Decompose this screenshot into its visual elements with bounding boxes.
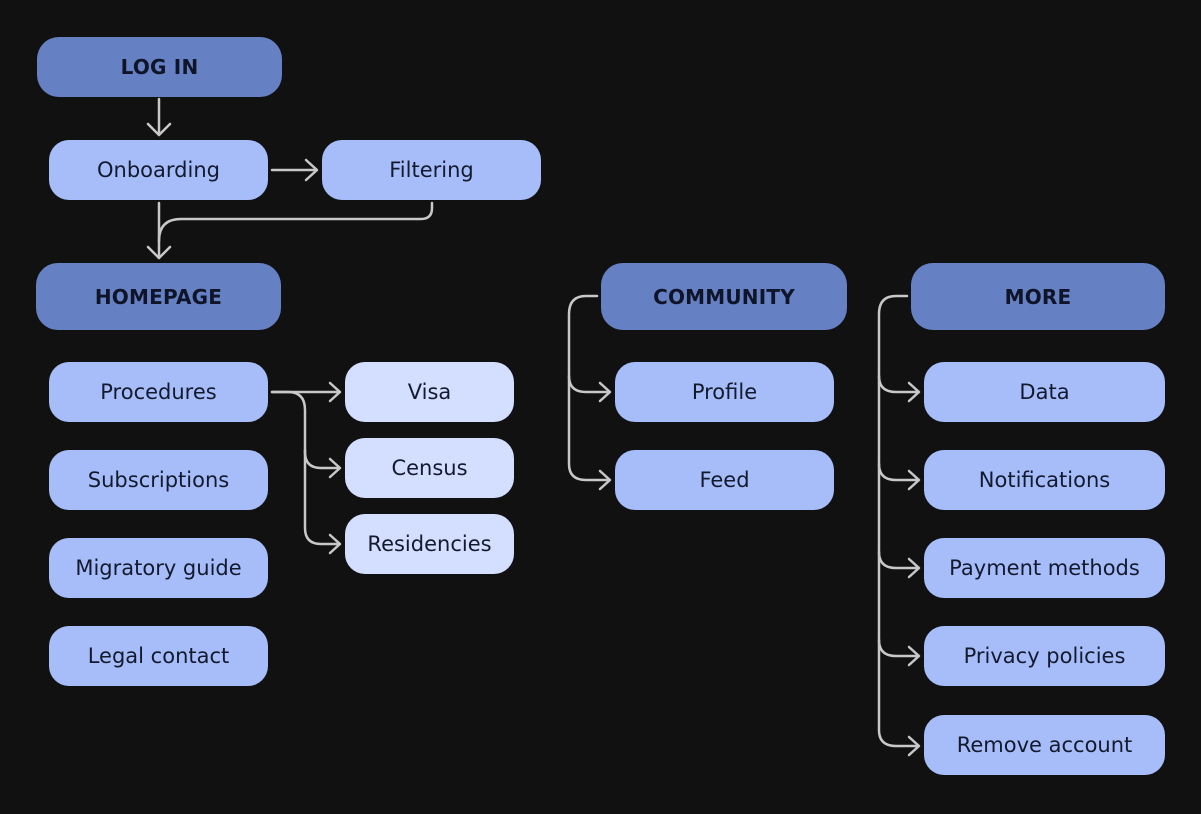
- remove-account-node: Remove account: [924, 715, 1165, 775]
- arrowhead-homepage: [146, 245, 172, 260]
- migratory-guide-node: Migratory guide: [49, 538, 268, 598]
- census-node: Census: [345, 438, 514, 498]
- login-node: LOG IN: [37, 37, 282, 97]
- arrowhead-privacy: [907, 645, 921, 667]
- community-node: COMMUNITY: [601, 263, 847, 330]
- more-node: MORE: [911, 263, 1165, 330]
- arrowhead-residencies: [328, 533, 342, 555]
- arrow-procedures-residencies: [303, 448, 341, 546]
- arrowhead-remove: [907, 735, 921, 757]
- arrowhead-visa: [328, 381, 342, 403]
- onboarding-node: Onboarding: [49, 140, 268, 200]
- notifications-node: Notifications: [924, 450, 1165, 510]
- arrow-more-payment: [877, 550, 920, 570]
- payment-methods-node: Payment methods: [924, 538, 1165, 598]
- arrowhead-onboarding-filtering: [304, 158, 319, 182]
- privacy-policies-node: Privacy policies: [924, 626, 1165, 686]
- subscriptions-node: Subscriptions: [49, 450, 268, 510]
- arrowhead-data: [907, 381, 921, 403]
- bracket-community: [567, 294, 611, 482]
- arrow-procedures-census: [270, 390, 341, 470]
- filtering-node: Filtering: [322, 140, 541, 200]
- profile-node: Profile: [615, 362, 834, 422]
- arrow-more-data: [877, 374, 920, 394]
- homepage-node: HOMEPAGE: [36, 263, 281, 330]
- arrow-filtering-homepage: [157, 201, 434, 243]
- data-node: Data: [924, 362, 1165, 422]
- arrowhead-feed: [598, 469, 612, 491]
- arrowhead-profile: [598, 381, 612, 403]
- arrow-more-notifications: [877, 462, 920, 482]
- arrow-more-privacy: [877, 638, 920, 658]
- arrowhead-census: [328, 457, 342, 479]
- arrowhead-login-onboarding: [146, 122, 172, 137]
- arrowhead-notifications: [907, 469, 921, 491]
- visa-node: Visa: [345, 362, 514, 422]
- arrow-community-profile: [567, 374, 611, 394]
- bracket-more: [877, 294, 920, 748]
- residencies-node: Residencies: [345, 514, 514, 574]
- procedures-node: Procedures: [49, 362, 268, 422]
- arrowhead-payment: [907, 557, 921, 579]
- legal-contact-node: Legal contact: [49, 626, 268, 686]
- feed-node: Feed: [615, 450, 834, 510]
